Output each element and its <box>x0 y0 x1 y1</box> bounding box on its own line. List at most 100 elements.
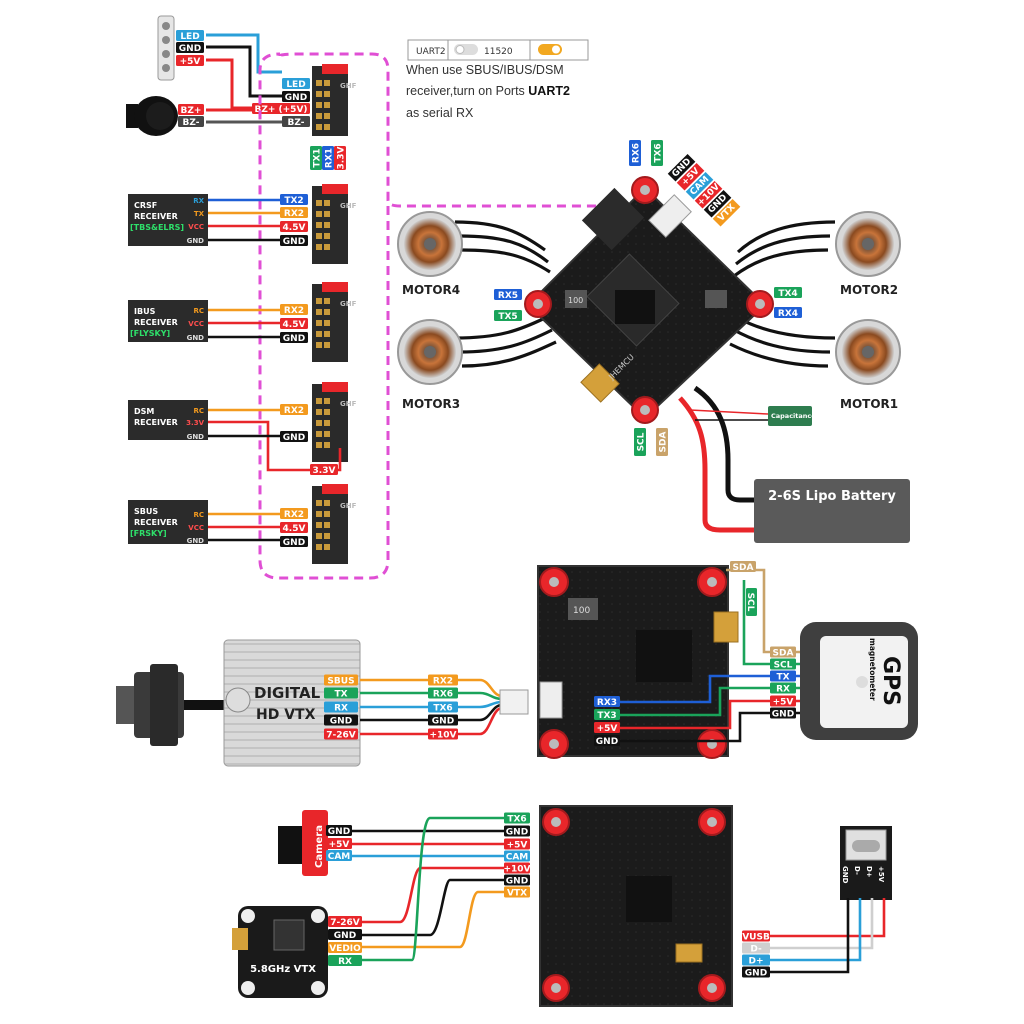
vtx-pad-rx6: RX6 <box>428 687 458 699</box>
receiver-pin: GND <box>187 433 205 441</box>
gps-pin-scl: SCL <box>770 658 796 670</box>
battery-label: 2-6S Lipo Battery <box>768 489 896 504</box>
analog-vtx-pin-gnd: GND <box>328 929 362 941</box>
svg-text:GND: GND <box>506 876 528 886</box>
usb-pad-gnd: GND <box>742 966 770 978</box>
svg-text:GND: GND <box>330 716 352 726</box>
svg-text:+5V: +5V <box>507 840 528 850</box>
svg-text:GND: GND <box>772 709 794 719</box>
svg-text:RX: RX <box>776 684 790 694</box>
svg-text:SDA: SDA <box>773 648 794 658</box>
svg-text:VUSB: VUSB <box>742 932 770 942</box>
svg-text:TX6: TX6 <box>653 143 663 162</box>
setting-port: UART2 <box>416 47 446 57</box>
svg-text:GND: GND <box>506 827 528 837</box>
camera-pin-gnd: GND <box>326 825 352 837</box>
motor-3: MOTOR3 <box>397 319 463 411</box>
analog-vtx: 5.8GHz VTX <box>232 906 328 998</box>
svg-text:RECEIVER: RECEIVER <box>134 418 178 427</box>
svg-text:+10V: +10V <box>429 730 456 740</box>
svg-text:BZ-: BZ- <box>288 118 305 128</box>
fc-strip-4: GHF <box>312 382 357 462</box>
svg-text:SBUS: SBUS <box>327 676 354 686</box>
vtx-pin-sbus: SBUS <box>324 674 358 686</box>
motor-label: MOTOR1 <box>840 397 898 411</box>
svg-text:RX3: RX3 <box>597 698 617 708</box>
svg-text:TX6: TX6 <box>433 703 452 713</box>
fc-mid-pad-scl: SCL <box>745 588 757 616</box>
svg-text:RX2: RX2 <box>433 676 453 686</box>
analog-vtx-pin-726v: 7-26V <box>328 916 362 928</box>
svg-text:SCL: SCL <box>774 660 793 670</box>
crsf-pad-rx2: RX2 <box>280 207 308 219</box>
svg-text:RX: RX <box>338 957 352 967</box>
usb-module-pin: GND <box>841 866 849 884</box>
svg-text:TX: TX <box>334 689 347 699</box>
digital-vtx-camera <box>116 664 224 746</box>
svg-text:+5V: +5V <box>597 724 618 734</box>
svg-text:+5V: +5V <box>773 697 794 707</box>
svg-text:GND: GND <box>596 737 618 747</box>
svg-text:CAM: CAM <box>328 852 351 862</box>
fc-bottom-pad-2: +5V <box>504 838 530 850</box>
svg-text:GND: GND <box>179 44 201 54</box>
sbus-pad-gnd: GND <box>280 536 308 548</box>
led-strip-led-label: LED <box>176 30 204 42</box>
uart-setting-panel: UART2 11520 <box>407 39 589 61</box>
capacitor: Capacitance <box>768 406 816 426</box>
svg-text:IBUS: IBUS <box>134 307 156 316</box>
svg-text:GHF: GHF <box>340 300 357 308</box>
svg-text:LED: LED <box>180 32 199 42</box>
fc-pin-tx4: TX4 <box>774 287 802 299</box>
svg-text:VTX: VTX <box>507 888 527 898</box>
receiver-pin: RC <box>193 511 204 519</box>
analog-vtx-label: 5.8GHz VTX <box>250 964 316 975</box>
fc-pin-rx6: RX6 <box>629 140 641 166</box>
fc-pad-gnd: GND <box>282 91 310 103</box>
svg-text:+5V: +5V <box>329 840 350 850</box>
svg-text:TX6: TX6 <box>507 814 526 824</box>
vtx-pad-gnd: GND <box>428 714 458 726</box>
svg-text:RX5: RX5 <box>498 291 518 301</box>
usb-module-pin: D- <box>853 866 861 875</box>
svg-text:GND: GND <box>283 538 305 548</box>
usb-pad-vusb: VUSB <box>742 930 770 942</box>
svg-text:VEDIO: VEDIO <box>329 944 361 954</box>
fc-pin-rx4: RX4 <box>774 307 802 319</box>
svg-text:GND: GND <box>328 827 350 837</box>
vtx-title: DIGITAL <box>254 684 321 702</box>
svg-text:GHF: GHF <box>340 400 357 408</box>
buzzer-minus-label: BZ- <box>178 116 204 128</box>
fc-bottom-pad-6: VTX <box>504 886 530 898</box>
svg-text:4.5V: 4.5V <box>283 320 306 330</box>
svg-text:GND: GND <box>283 237 305 247</box>
receiver-pin: VCC <box>188 223 204 231</box>
vtx-pad-tx6: TX6 <box>428 701 458 713</box>
note-line-1: When use SBUS/IBUS/DSM <box>406 63 564 77</box>
svg-text:TX5: TX5 <box>498 312 517 322</box>
svg-text:RX6: RX6 <box>631 143 641 163</box>
svg-text:3.3V: 3.3V <box>336 147 346 170</box>
gps-title: GPS <box>878 656 903 706</box>
sbus-pad-4v5: 4.5V <box>280 522 308 534</box>
fc-strip-2: GHF <box>312 184 357 264</box>
main-flight-controller: 100 JHEMCU <box>454 176 836 533</box>
fc-strip-5: GHF <box>312 484 357 564</box>
fc-bottom-pad-3: CAM <box>504 850 530 862</box>
svg-text:SDA: SDA <box>733 563 754 573</box>
vtx-pin-tx: TX <box>324 687 358 699</box>
svg-text:GND: GND <box>745 968 767 978</box>
svg-text:CRSF: CRSF <box>134 201 157 210</box>
gps-pin-sda: SDA <box>770 646 796 658</box>
svg-text:RX2: RX2 <box>284 406 304 416</box>
usb-module-pin: +5V <box>877 866 885 883</box>
note-line-3: as serial RX <box>406 106 474 120</box>
fc-mid-pad-tx3: TX3 <box>594 709 620 721</box>
camera-pin-cam: CAM <box>326 850 352 862</box>
fc-pad-rx1: RX1 <box>322 146 334 170</box>
fc-strip-1: GHF <box>312 64 357 136</box>
fc-mid-pad-gnd: GND <box>594 735 620 747</box>
